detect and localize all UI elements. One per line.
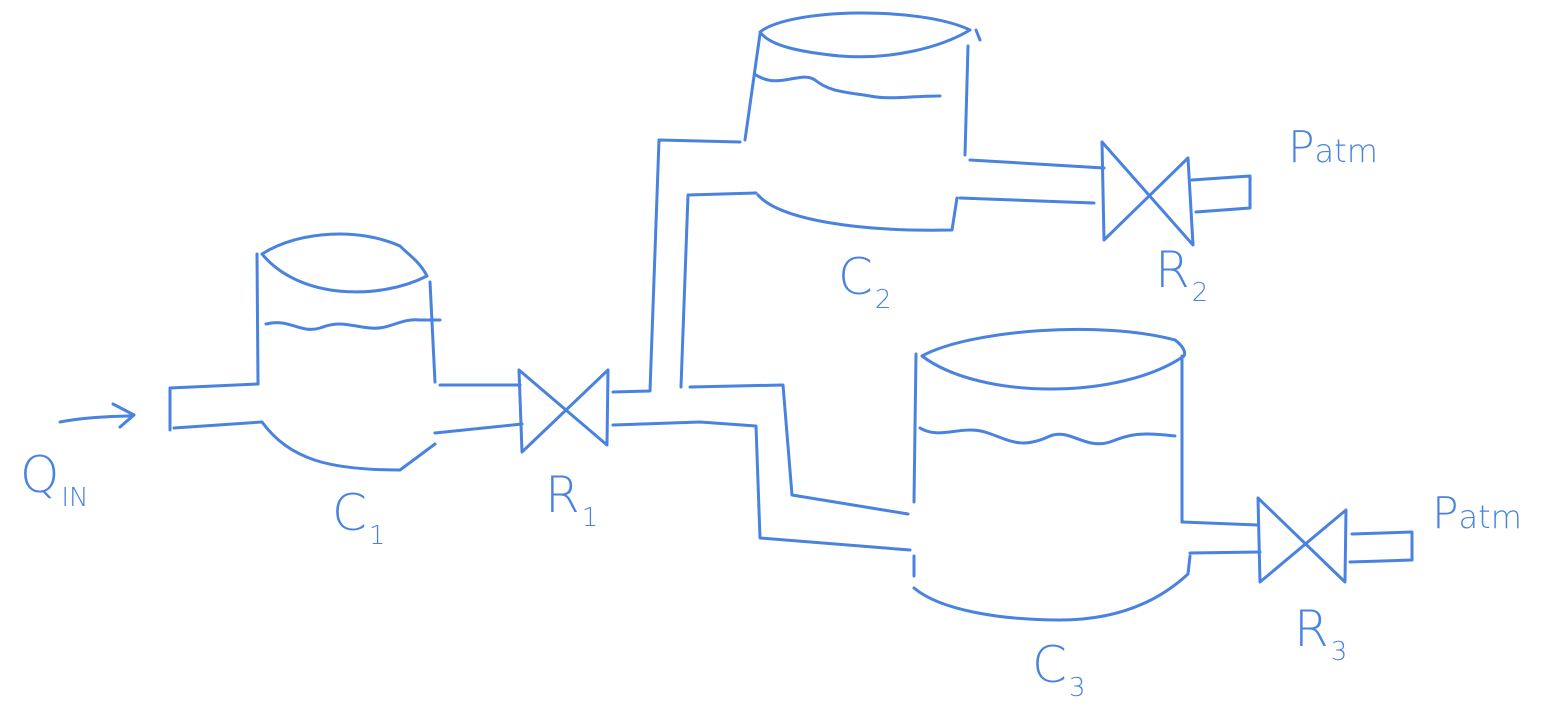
- label-symbol: R: [545, 466, 580, 524]
- outlet-stub-r2: [1190, 174, 1252, 214]
- label-q-in: QIN: [20, 450, 88, 511]
- valve-r1-icon: [517, 368, 610, 454]
- label-c2: C2: [838, 252, 891, 313]
- pipe-r1-c3: [611, 383, 912, 552]
- tank-c2: [743, 11, 982, 232]
- outlet-stub-r3: [1348, 530, 1414, 564]
- inlet-pipe: [168, 382, 264, 432]
- label-subscript: atm: [1458, 498, 1522, 536]
- pipe-c2-r2: [958, 158, 1106, 205]
- label-r3: R3: [1294, 604, 1347, 665]
- label-symbol: Q: [20, 446, 60, 504]
- label-c1: C1: [332, 488, 385, 549]
- label-symbol: P: [1288, 122, 1315, 173]
- inflow-arrow-icon: [58, 402, 136, 429]
- label-subscript: 1: [581, 503, 599, 533]
- label-symbol: C: [332, 484, 367, 542]
- pipe-r1-c2: [611, 138, 758, 394]
- label-subscript: 1: [368, 521, 386, 551]
- label-subscript: 3: [1330, 637, 1348, 667]
- tank-c3: [912, 327, 1192, 622]
- tank-c1: [255, 232, 442, 472]
- label-symbol: P: [1432, 488, 1459, 539]
- label-r2: R2: [1155, 245, 1208, 306]
- label-subscript: 2: [874, 285, 892, 315]
- label-symbol: C: [838, 248, 873, 306]
- label-subscript: 3: [1068, 673, 1086, 703]
- label-symbol: R: [1294, 600, 1329, 658]
- valve-r2-icon: [1100, 140, 1195, 247]
- label-symbol: R: [1155, 241, 1190, 299]
- label-subscript: atm: [1314, 132, 1378, 170]
- label-r1: R1: [545, 470, 598, 531]
- label-patm-top: Patm: [1288, 126, 1378, 170]
- label-symbol: C: [1032, 636, 1067, 694]
- pipe-c1-r1: [433, 383, 524, 435]
- label-subscript: 2: [1191, 278, 1209, 308]
- valve-r3-icon: [1256, 496, 1348, 584]
- pipe-c3-r3: [1180, 520, 1262, 555]
- label-patm-bottom: Patm: [1432, 492, 1522, 536]
- label-subscript: IN: [61, 483, 89, 513]
- label-c3: C3: [1032, 640, 1085, 701]
